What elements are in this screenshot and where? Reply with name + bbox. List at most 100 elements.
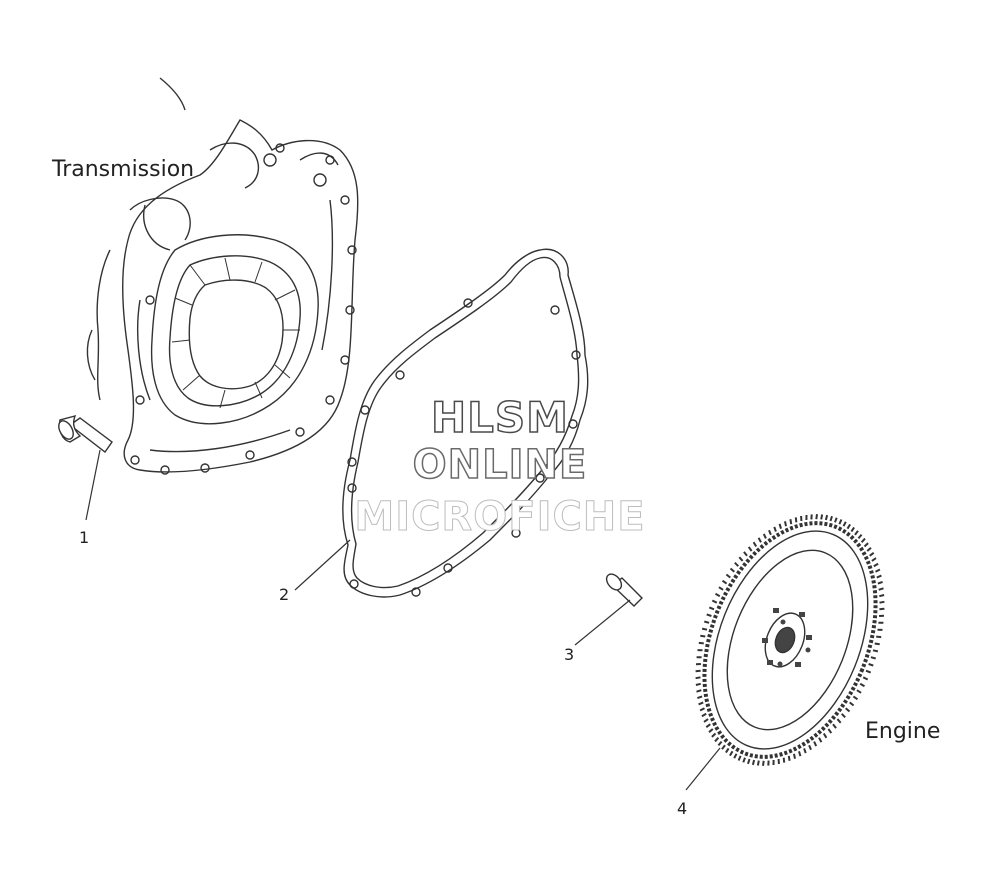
gear-tooth: [698, 701, 704, 706]
gear-tooth: [700, 634, 706, 638]
gear-tooth: [715, 592, 721, 598]
gear-tooth: [803, 748, 807, 754]
gear-tooth: [789, 519, 793, 525]
leader-lines: [85, 449, 721, 791]
gear-tooth: [782, 757, 786, 763]
gear-tooth: [865, 669, 872, 674]
part-3-bolt: [605, 573, 643, 607]
callout-2: 2: [279, 585, 290, 604]
gear-tooth: [695, 669, 701, 673]
gear-tooth: [854, 530, 859, 536]
gear-tooth: [704, 620, 710, 624]
gear-tooth: [846, 523, 851, 530]
gear-tooth: [787, 755, 791, 761]
part-2-gasket: [342, 248, 589, 598]
gear-tooth: [784, 521, 787, 527]
gear-tooth: [701, 627, 708, 631]
gear-tooth: [836, 718, 842, 724]
gear-tooth: [877, 580, 883, 585]
gear-tooth: [699, 707, 705, 712]
callout-3: 3: [564, 645, 575, 664]
gear-tooth: [711, 599, 718, 604]
gear-tooth: [773, 526, 777, 532]
gear-tooth: [734, 561, 740, 567]
gear-tooth: [705, 723, 711, 729]
callout-1: 1: [79, 528, 90, 547]
gear-tooth: [756, 760, 760, 766]
gear-tooth: [824, 514, 829, 521]
gear-tooth: [751, 759, 756, 766]
gear-tooth: [849, 701, 855, 707]
gear-tooth: [820, 514, 824, 520]
gear-tooth: [738, 556, 744, 562]
leader-line-4: [685, 747, 721, 791]
label-engine: Engine: [865, 719, 941, 744]
gear-tooth: [768, 529, 772, 536]
gear-tooth: [813, 741, 818, 747]
gear-tooth: [721, 579, 728, 585]
gear-tooth: [729, 750, 734, 757]
label-transmission: Transmission: [52, 157, 195, 182]
gear-tooth: [863, 542, 869, 548]
gear-tooth: [708, 606, 715, 611]
gear-tooth: [737, 755, 742, 761]
gear-tooth: [717, 740, 723, 747]
gear-tooth: [721, 744, 726, 750]
gear-tooth: [862, 676, 869, 681]
gear-tooth: [752, 541, 758, 548]
leader-line-1: [85, 449, 101, 521]
gear-tooth: [695, 682, 701, 686]
gear-tooth: [876, 635, 882, 639]
gear-tooth: [778, 523, 782, 529]
gear-tooth: [757, 537, 762, 543]
gear-tooth: [725, 573, 731, 579]
gear-tooth: [703, 718, 709, 723]
gear-tooth: [718, 586, 724, 591]
gear-tooth: [798, 751, 802, 757]
gear-tooth: [852, 695, 859, 701]
gear-tooth: [874, 642, 880, 646]
gear-tooth: [733, 753, 738, 759]
gear-tooth: [706, 613, 712, 617]
gear-tooth: [856, 689, 862, 694]
gear-tooth: [842, 521, 847, 527]
gear-tooth: [815, 514, 818, 520]
gear-tooth: [832, 723, 837, 729]
gear-tooth: [857, 533, 863, 540]
gear-tooth: [747, 758, 751, 765]
gear-tooth: [878, 587, 884, 591]
gear-tooth: [762, 760, 765, 766]
gear-tooth: [879, 600, 885, 604]
gear-tooth: [834, 517, 838, 523]
callout-4: 4: [677, 799, 688, 818]
gear-tooth: [695, 676, 701, 680]
gear-tooth: [818, 737, 823, 743]
gear-tooth: [838, 519, 843, 525]
gear-tooth: [743, 551, 748, 557]
gear-tooth: [696, 689, 702, 693]
gear-tooth: [729, 567, 735, 573]
gear-tooth: [794, 517, 798, 523]
gear-tooth: [762, 533, 767, 539]
gear-tooth: [876, 574, 882, 579]
gear-tooth: [875, 568, 881, 573]
flywheel-bolt-holes: [762, 608, 812, 667]
gear-tooth: [869, 551, 875, 557]
watermark-line-3: MICROFICHE: [354, 494, 646, 541]
gear-tooth: [822, 732, 828, 739]
gear-tooth: [711, 732, 717, 738]
gear-tooth: [845, 707, 851, 713]
transmission-housing: [86, 77, 359, 475]
leader-line-3: [574, 599, 631, 646]
gear-tooth: [747, 546, 753, 552]
watermark-line-1: HLSM: [430, 392, 569, 443]
gear-tooth: [870, 656, 876, 660]
gear-tooth: [808, 744, 812, 751]
gear-tooth: [742, 757, 746, 763]
gear-tooth: [872, 649, 879, 653]
gear-tooth: [708, 728, 714, 733]
housing-ribs: [171, 257, 300, 409]
watermark-line-2: ONLINE: [412, 441, 588, 489]
gear-tooth: [871, 557, 877, 562]
